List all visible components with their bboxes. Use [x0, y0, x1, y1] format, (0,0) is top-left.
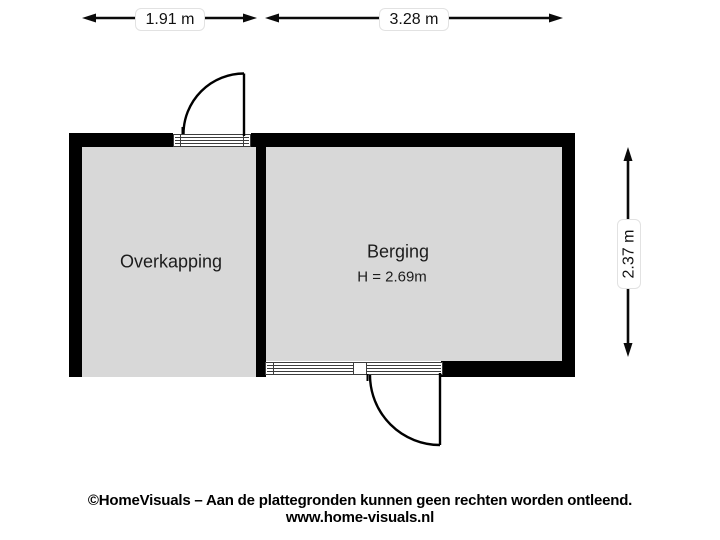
door-swing-bottom — [366, 373, 442, 447]
wall-bottom-right — [441, 361, 575, 377]
threshold-line — [175, 140, 249, 141]
room-label-berging: Berging — [366, 241, 430, 262]
dimension-text: 1.91 m — [145, 10, 195, 28]
room-ceiling-height-label: H = 2.69m — [357, 268, 427, 286]
dimension-label-width-right: 3.28 m — [379, 8, 449, 31]
room-overkapping — [82, 147, 256, 377]
wall-left — [69, 133, 82, 377]
dimension-text: 3.28 m — [389, 10, 439, 28]
threshold-line — [175, 143, 249, 144]
door-swing-top — [181, 72, 246, 136]
watermark-url: www.home-visuals.nl — [285, 508, 435, 526]
watermark: ©HomeVisuals – Aan de plattegronden kunn… — [0, 492, 720, 526]
wall-top-left — [69, 133, 173, 147]
watermark-disclaimer: ©HomeVisuals – Aan de plattegronden kunn… — [87, 492, 633, 509]
wall-middle-partition — [256, 133, 266, 377]
door-threshold-top — [173, 134, 251, 147]
threshold-line — [175, 137, 249, 138]
dimension-label-height: 2.37 m — [617, 219, 641, 289]
dimension-text: 2.37 m — [620, 229, 638, 279]
threshold-divider — [353, 363, 367, 374]
room-label-overkapping: Overkapping — [119, 251, 223, 272]
room-berging — [266, 147, 562, 361]
wall-top-right — [251, 133, 575, 147]
window-door-threshold-bottom — [265, 362, 443, 375]
wall-right — [562, 133, 575, 377]
dimension-label-width-left: 1.91 m — [135, 8, 205, 31]
threshold-cap — [180, 135, 181, 146]
threshold-cap — [273, 363, 274, 374]
threshold-cap — [243, 135, 244, 146]
